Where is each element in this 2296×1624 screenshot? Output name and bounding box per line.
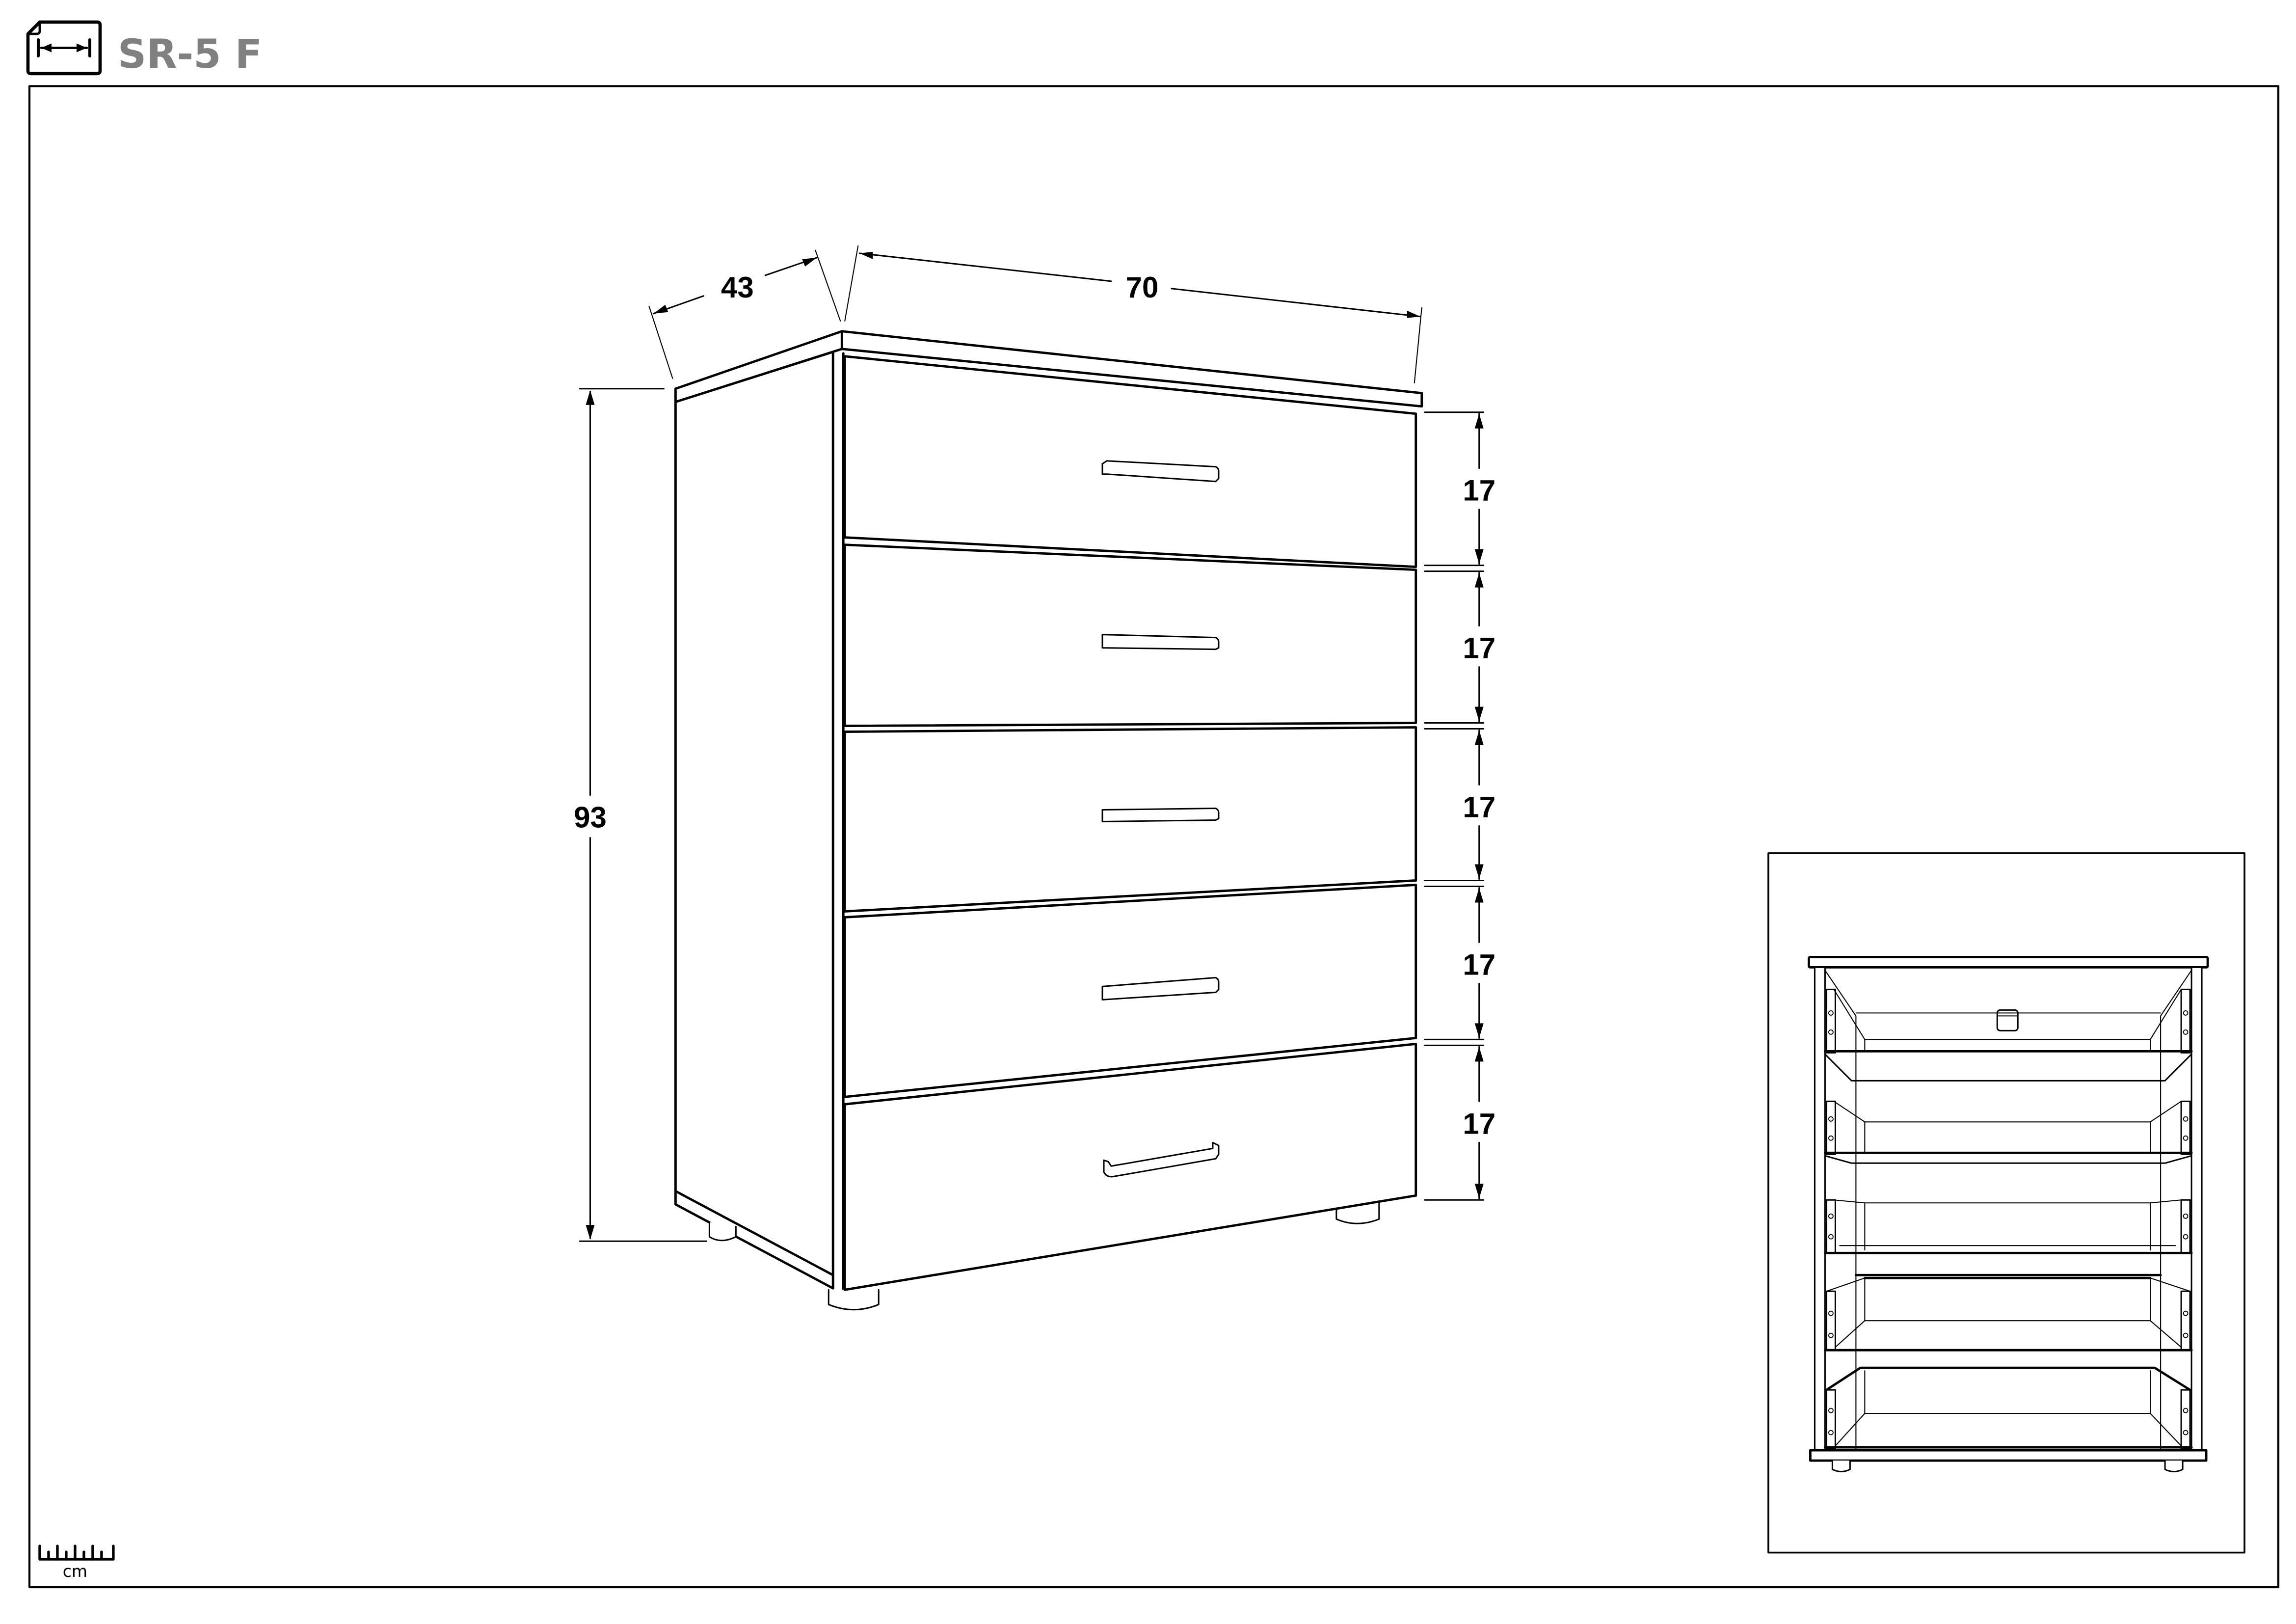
drawer-handle (1103, 1141, 1220, 1178)
drawer-2-height: 17 (1463, 632, 1495, 665)
width-value: 70 (1126, 271, 1159, 304)
depth-value: 43 (721, 271, 754, 304)
inset-drawer-2 (1824, 1100, 2193, 1164)
dimension-sheet-icon (26, 20, 102, 76)
height-value: 93 (574, 801, 607, 834)
inset-drawer-4 (1824, 1276, 2193, 1352)
drawer-3 (843, 726, 1417, 913)
drawer-5-height: 17 (1463, 1107, 1495, 1140)
inset-drawer-3 (1824, 1199, 2193, 1276)
drawer-3-height: 17 (1463, 790, 1495, 823)
product-title: SR-5 F (118, 31, 262, 78)
drawer-handle (1101, 460, 1220, 483)
drawer-handle (1101, 976, 1220, 1001)
drawer-1-height: 17 (1463, 474, 1495, 507)
ruler-icon (38, 1544, 115, 1561)
inset-drawer-5 (1824, 1366, 2193, 1450)
inset-frame (1767, 852, 2245, 1554)
drawer-1 (843, 355, 1417, 568)
unit-label: cm (63, 1562, 87, 1581)
main-frame (28, 85, 2280, 1589)
dimension-depth: 43 (648, 249, 841, 379)
dimension-drawer-heights: 17 17 17 17 17 (1424, 411, 1495, 1201)
dimension-height: 93 (574, 388, 707, 1242)
chest-isometric-drawing (674, 330, 1423, 1311)
drawer-handle (1101, 808, 1220, 822)
drawer-4 (843, 884, 1417, 1098)
drawer-2 (843, 543, 1417, 727)
inset-drawer-1 (1824, 988, 2193, 1082)
drawer-4-height: 17 (1463, 948, 1495, 981)
drawer-5 (843, 1042, 1417, 1291)
dimension-width: 70 (844, 245, 1422, 383)
drawer-handle (1101, 634, 1220, 650)
inset-open-drawers-drawing (1808, 956, 2209, 1473)
